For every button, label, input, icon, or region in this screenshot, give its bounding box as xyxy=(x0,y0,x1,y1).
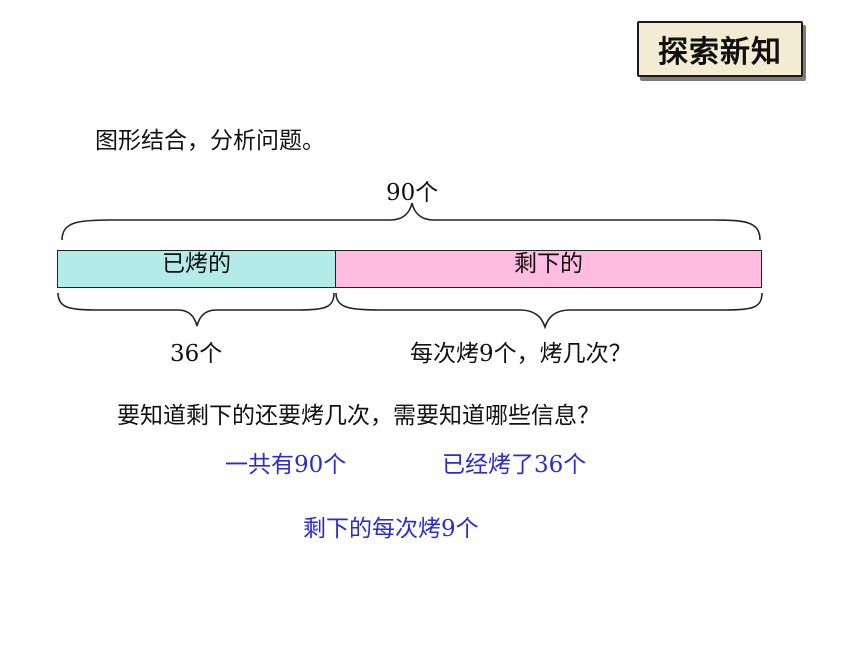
section-badge: 探索新知 xyxy=(637,21,803,77)
answer-total: 一共有90个 xyxy=(225,452,347,478)
answer-per-batch: 剩下的每次烤9个 xyxy=(303,516,479,542)
left-brace xyxy=(57,292,335,327)
bar-baked-label: 已烤的 xyxy=(162,251,231,277)
top-brace xyxy=(61,202,761,241)
intro-text: 图形结合，分析问题。 xyxy=(95,128,325,154)
answer-baked: 已经烤了36个 xyxy=(442,452,587,478)
remaining-question: 每次烤9个，烤几次？ xyxy=(410,341,632,367)
question-text: 要知道剩下的还要烤几次，需要知道哪些信息？ xyxy=(117,403,600,429)
right-brace xyxy=(335,292,763,330)
total-label: 90个 xyxy=(386,180,439,206)
bar-remaining: 剩下的 xyxy=(335,250,762,288)
bar-remaining-label: 剩下的 xyxy=(514,251,583,277)
bar-baked: 已烤的 xyxy=(57,250,336,288)
baked-count-label: 36个 xyxy=(170,341,223,367)
